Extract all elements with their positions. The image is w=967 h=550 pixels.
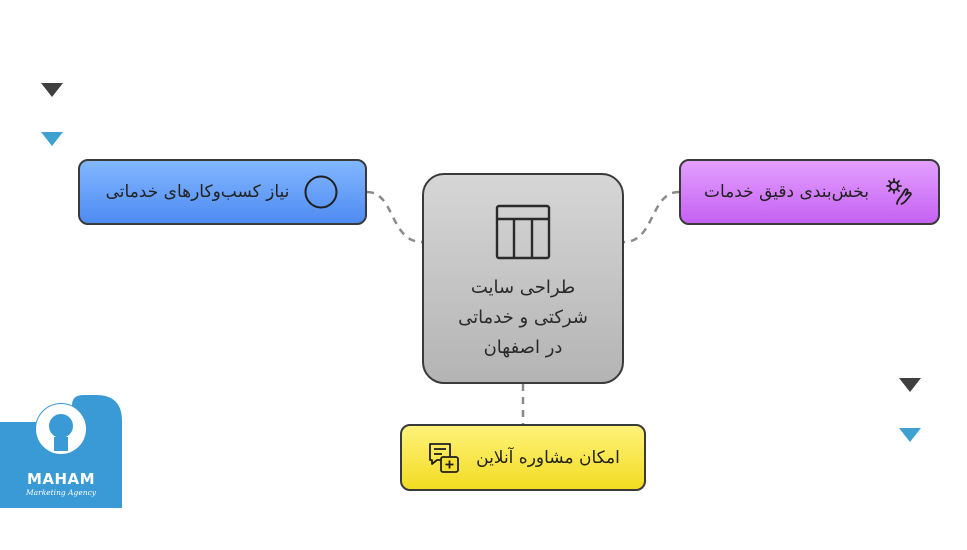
dark-triangle-marker bbox=[41, 83, 63, 97]
maham-logo bbox=[0, 395, 122, 508]
gear-hand-icon bbox=[883, 176, 915, 208]
blue-triangle-marker bbox=[899, 428, 921, 442]
node-online-consultation: امکان مشاوره آنلاین bbox=[400, 424, 646, 491]
logo-name: MAHAM bbox=[26, 470, 96, 488]
circle-icon bbox=[303, 174, 339, 210]
connector-right bbox=[623, 190, 680, 244]
connector-left bbox=[366, 190, 423, 244]
node-label: امکان مشاوره آنلاین bbox=[476, 447, 620, 468]
node-service-categorization: بخش‌بندی دقیق خدمات bbox=[679, 159, 940, 225]
node-label: بخش‌بندی دقیق خدمات bbox=[704, 182, 870, 202]
chat-plus-icon bbox=[426, 440, 462, 476]
central-topic-title: طراحی سایت شرکتی و خدماتی در اصفهان bbox=[458, 277, 588, 358]
dark-triangle-marker bbox=[899, 378, 921, 392]
blue-triangle-marker bbox=[41, 132, 63, 146]
node-label: نیاز کسب‌وکارهای خدماتی bbox=[105, 182, 290, 202]
logo-tagline: Marketing Agency bbox=[25, 488, 97, 497]
central-topic-node: طراحی سایت شرکتی و خدماتی در اصفهان bbox=[422, 173, 624, 384]
node-service-business-needs: نیاز کسب‌وکارهای خدماتی bbox=[78, 159, 367, 225]
table-icon bbox=[494, 203, 552, 261]
